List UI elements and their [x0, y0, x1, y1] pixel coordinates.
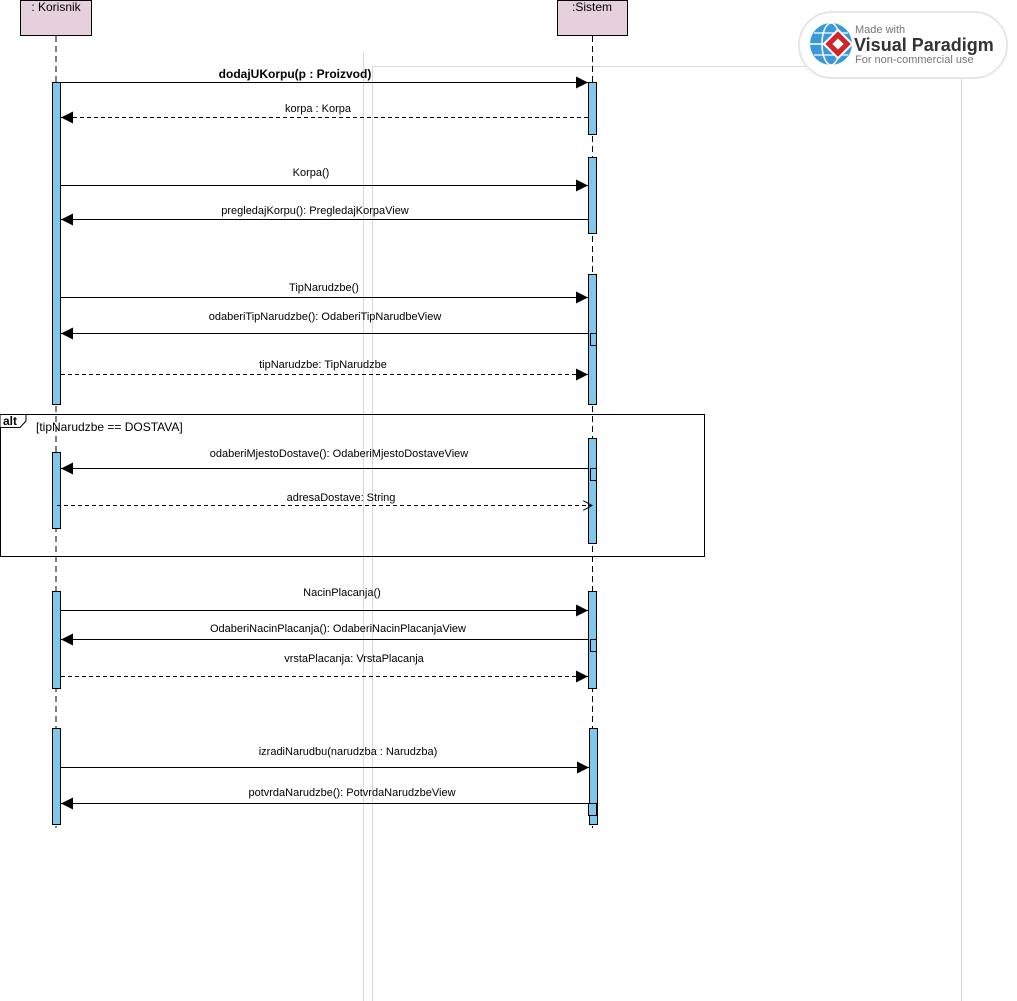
message-arrows [57, 76, 592, 810]
activation-korisnik-4 [52, 728, 61, 825]
activation-sistem-6 [589, 728, 598, 825]
message-label-9: adresaDostave: String [287, 492, 396, 504]
activation-sistem-6b [588, 803, 597, 816]
alt-fragment: alt [tipNarudzbe == DOSTAVA] [0, 414, 705, 557]
activation-sistem-4b [590, 468, 597, 481]
participant-korisnik-label: : Korisnik [31, 0, 81, 14]
participant-sistem[interactable]: :Sistem [557, 0, 628, 36]
message-label-13: izradiNarudbu(narudzba : Narudzba) [259, 746, 438, 758]
watermark-noncommercial: For non-commercial use [855, 54, 974, 66]
watermark-brand: Visual Paradigm [854, 35, 994, 55]
message-label-7: tipNarudzbe: TipNarudzbe [259, 359, 387, 371]
message-label-12: vrstaPlacanja: VrstaPlacanja [284, 653, 424, 665]
message-label-5: TipNarudzbe() [289, 282, 359, 294]
message-label-4: pregledajKorpu(): PregledajKorpaView [221, 205, 409, 217]
activation-sistem-3b [590, 333, 597, 346]
activation-sistem-5b [590, 639, 597, 652]
activation-sistem-1 [588, 82, 597, 135]
message-label-3: Korpa() [293, 167, 330, 179]
watermark-made-with: Made with [855, 24, 905, 36]
message-label-14: potvrdaNarudzbe(): PotvrdaNarudzbeView [248, 787, 455, 799]
watermark-badge: Made with Visual Paradigm For non-commer… [798, 11, 1008, 79]
activation-korisnik-3 [52, 591, 61, 689]
visual-paradigm-logo-icon [810, 22, 854, 66]
message-label-11: OdaberiNacinPlacanja(): OdaberiNacinPlac… [210, 623, 466, 635]
message-label-6: odaberiTipNarudzbe(): OdaberiTipNarudbeV… [209, 311, 442, 323]
alt-guard-label: [tipNarudzbe == DOSTAVA] [36, 420, 183, 434]
activation-korisnik-1 [52, 82, 61, 405]
message-labels: dodajUKorpu(p : Proizvod) korpa : Korpa … [209, 67, 469, 799]
participant-korisnik[interactable]: : Korisnik [20, 0, 92, 36]
message-label-2: korpa : Korpa [285, 103, 352, 115]
activation-sistem-4 [588, 438, 597, 544]
activation-sistem-2 [588, 157, 597, 234]
activation-korisnik-2 [52, 452, 61, 529]
message-label-8: odaberiMjestoDostave(): OdaberiMjestoDos… [210, 448, 468, 460]
background-guides [363, 52, 962, 1001]
alt-operator-label: alt [3, 414, 17, 428]
message-label-10: NacinPlacanja() [303, 587, 381, 599]
participant-sistem-label: :Sistem [572, 0, 612, 14]
message-label-1: dodajUKorpu(p : Proizvod) [219, 67, 372, 81]
activations [52, 82, 598, 825]
